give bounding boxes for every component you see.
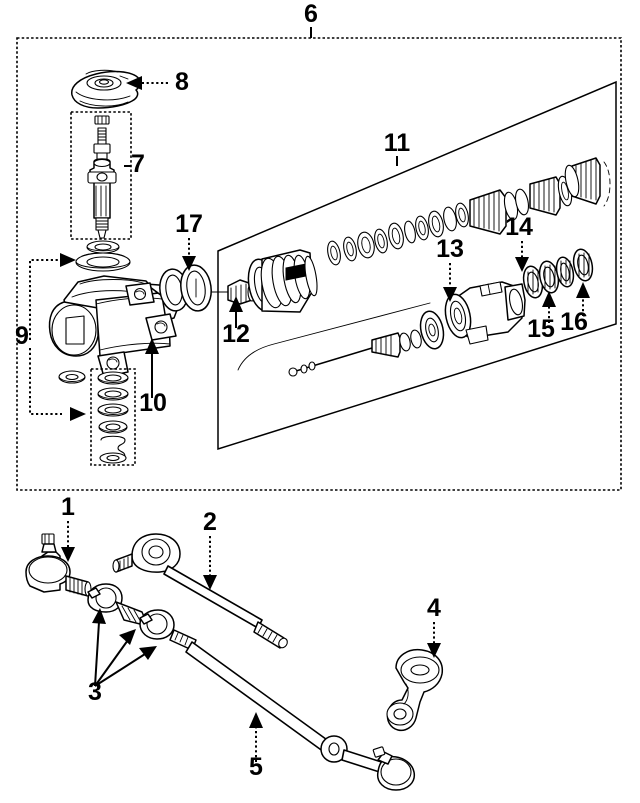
arrowhead-1 (61, 547, 75, 562)
steering-gear-assembly-box (16, 37, 622, 491)
arrowhead-4 (427, 643, 441, 658)
arrowhead-15 (542, 291, 556, 307)
arrowhead-9-upper (60, 253, 76, 267)
callout-14[interactable]: 14 (505, 213, 533, 241)
callout-15[interactable]: 15 (527, 315, 555, 343)
callout-1[interactable]: 1 (61, 493, 75, 521)
leader-9-upper (29, 259, 62, 340)
callout-11[interactable]: 11 (384, 129, 411, 157)
bellows-boot (247, 249, 318, 313)
adjusting-sleeve-clamps (87, 583, 175, 640)
gear-internals-parallelogram (217, 80, 617, 451)
valve-and-worm-shaft-kit-box (70, 111, 132, 240)
arrowhead-10 (145, 338, 159, 354)
washer-string-upper (327, 157, 611, 266)
outer-tie-rod-end (25, 533, 92, 597)
arrowhead-5 (249, 712, 263, 728)
callout-2[interactable]: 2 (203, 508, 217, 536)
arrowhead-9-lower (70, 407, 86, 421)
bearing-and-seal-group-upper (75, 240, 131, 272)
o-ring-seal (159, 264, 212, 312)
callout-13[interactable]: 13 (436, 235, 464, 263)
steering-gear-housing (48, 275, 181, 378)
arrowhead-3b (119, 629, 136, 645)
callout-9[interactable]: 9 (15, 322, 29, 350)
callout-5[interactable]: 5 (249, 753, 263, 781)
steering-gear-internal-components (237, 157, 611, 377)
leader-3b (94, 639, 129, 687)
arrowhead-16 (576, 282, 590, 298)
arrowhead-8 (126, 76, 142, 90)
callout-6[interactable]: 6 (304, 0, 318, 28)
valve-and-worm-shaft-kit (87, 115, 117, 239)
arrowhead-3c (139, 646, 157, 660)
rack-shaft-lower (237, 302, 445, 377)
leader-3a (94, 621, 100, 687)
idler-arm (386, 648, 444, 732)
arrowhead-3a (92, 608, 106, 624)
center-drag-link (169, 629, 416, 791)
arrowhead-14 (515, 257, 529, 272)
arrowhead-2 (203, 575, 217, 590)
callout-12[interactable]: 12 (222, 320, 250, 348)
leader-3c (94, 653, 146, 687)
callout-17[interactable]: 17 (175, 210, 203, 238)
arrowhead-17 (182, 256, 196, 271)
seal-kit (58, 370, 129, 464)
callout-8[interactable]: 8 (175, 68, 189, 96)
bearing-stack (522, 248, 594, 299)
inner-tie-rod-left (112, 533, 288, 649)
valve-housing (444, 281, 526, 345)
gear-housing-side-cover (71, 69, 141, 109)
arrowhead-12 (229, 296, 243, 312)
callout-4[interactable]: 4 (427, 594, 441, 622)
callout-16[interactable]: 16 (560, 308, 588, 336)
callout-7[interactable]: 7 (131, 150, 145, 178)
callout-10[interactable]: 10 (139, 389, 167, 417)
leader-9-lower (29, 348, 62, 415)
arrowhead-13 (443, 287, 457, 302)
seal-kit-box (90, 368, 136, 466)
callout-3[interactable]: 3 (88, 678, 102, 706)
